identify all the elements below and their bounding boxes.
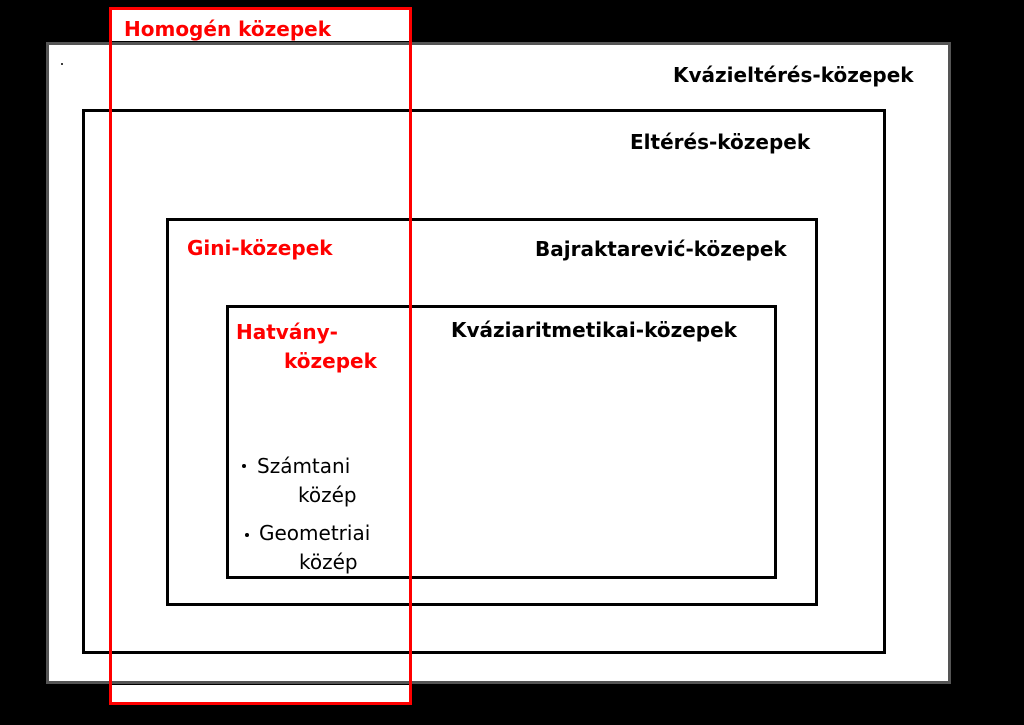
set-quasi-arithmetic-means <box>226 305 777 579</box>
bullet-icon <box>245 533 249 537</box>
label-deviation: Eltérés-közepek <box>630 130 811 154</box>
item-geometric-2: közép <box>299 550 358 574</box>
label-gini: Gini-közepek <box>187 236 333 260</box>
label-bajraktarevic: Bajraktarević-közepek <box>535 237 787 261</box>
label-power-2: közepek <box>284 349 377 373</box>
label-power-1: Hatvány- <box>236 320 338 344</box>
homogeneous-fill-top <box>110 8 411 48</box>
bullet-icon <box>242 464 246 468</box>
item-arithmetic-1: Számtani <box>257 454 351 478</box>
stray-dot <box>61 63 63 65</box>
label-quasi-arithmetic: Kváziaritmetikai-közepek <box>451 318 737 342</box>
homogeneous-fill-bottom <box>110 680 411 704</box>
set-homogeneous-means <box>109 7 412 705</box>
item-geometric-1: Geometriai <box>259 521 371 545</box>
item-arithmetic-2: közép <box>298 483 357 507</box>
label-quasi-deviation: Kvázieltérés-közepek <box>673 63 914 87</box>
label-homogeneous: Homogén közepek <box>124 17 332 41</box>
